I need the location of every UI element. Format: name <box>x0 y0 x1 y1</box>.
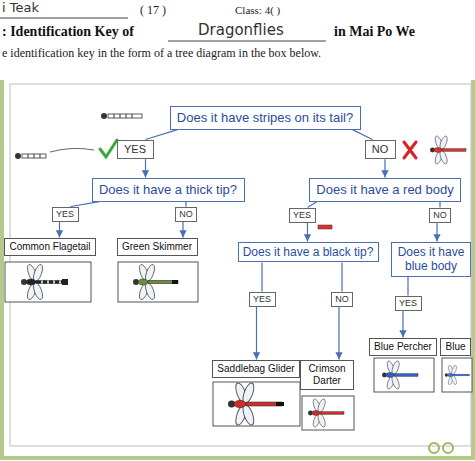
species-box: Saddlebag Glider <box>212 360 300 378</box>
blue-percher-picture <box>374 358 434 392</box>
connector <box>407 277 408 296</box>
species-box: Green Skimmer <box>117 238 198 256</box>
decor-circle <box>429 443 439 453</box>
node-text: Blue <box>445 341 466 353</box>
node-text: Crimson Darter <box>305 363 349 387</box>
connector <box>439 202 440 208</box>
node-text: NO <box>433 210 447 221</box>
connector <box>256 307 257 360</box>
header-label: ( 17 ) <box>140 3 166 18</box>
crimson-darter-picture <box>302 396 354 430</box>
connector <box>182 222 183 238</box>
question-box: Does it have a red body <box>309 178 461 202</box>
saddlebag-glider-picture <box>213 382 300 427</box>
header-label: i Teak <box>2 0 39 15</box>
question-box: Does it have a thick tip? <box>92 178 245 202</box>
title-underline <box>168 41 326 42</box>
node-text: Does it have a red body <box>316 182 454 198</box>
node-text: YES <box>293 210 312 221</box>
answer-box: YES <box>249 292 276 307</box>
blue-dragonfly-picture <box>442 358 472 392</box>
answer-box: NO <box>175 207 197 222</box>
connector <box>71 202 100 207</box>
node-text: Does it have stripes on its tail? <box>177 110 354 126</box>
title: : Identification Key of <box>2 24 134 40</box>
node-text: NO <box>372 143 389 156</box>
connector <box>436 223 437 242</box>
page-frame <box>2 80 473 458</box>
node-text: YES <box>253 294 272 305</box>
common-flagetail-picture <box>5 262 91 302</box>
striped-tail-icon <box>101 113 142 119</box>
connector <box>307 223 308 242</box>
header-label: e identification key in the form of a tr… <box>2 46 321 61</box>
question-box: Does it have stripes on its tail? <box>170 106 361 130</box>
cross-mark <box>404 142 416 158</box>
connector <box>402 311 403 338</box>
connector <box>353 130 373 140</box>
node-text: Blue Percher <box>374 341 432 353</box>
check-mark <box>100 140 117 157</box>
species-box: Common Flagetail <box>4 238 96 256</box>
answer-box: NO <box>331 292 353 307</box>
header-label: Class: 4( ) <box>235 4 280 16</box>
node-text: Does it have blue body <box>396 245 466 274</box>
node-text: NO <box>179 209 193 220</box>
species-box: Blue <box>440 338 471 356</box>
node-text: Does it have a thick tip? <box>99 182 238 198</box>
red-dragonfly-icon <box>430 135 466 165</box>
node-text: YES <box>399 298 418 309</box>
species-box: Crimson Darter <box>300 360 354 390</box>
connector <box>341 262 342 291</box>
species-box: Blue Percher <box>369 338 437 356</box>
header-label: in Mai Po We <box>334 24 415 40</box>
answer-box: YES <box>52 207 79 222</box>
connector <box>261 262 262 291</box>
connector <box>338 307 339 360</box>
decor-circle <box>443 443 453 453</box>
node-text: Saddlebag Glider <box>217 363 295 375</box>
answer-box: YES <box>289 208 316 223</box>
answer-box: NO <box>429 208 451 223</box>
node-text: Does it have a black tip? <box>243 245 374 259</box>
connector <box>59 222 60 238</box>
node-text: NO <box>335 294 349 305</box>
connector <box>384 159 385 177</box>
connector <box>145 159 146 177</box>
header-label: Dragonflies <box>198 21 284 39</box>
node-text: Common Flagetail <box>9 241 91 253</box>
red-body-icon <box>318 225 332 229</box>
answer-box: YES <box>117 140 154 159</box>
node-text: YES <box>124 143 147 156</box>
connector <box>308 202 318 208</box>
node-text: YES <box>56 209 75 220</box>
name-underline <box>0 18 128 19</box>
question-box: Does it have blue body <box>391 242 471 277</box>
striped-tail-icon <box>15 153 46 159</box>
answer-box: NO <box>365 140 396 159</box>
connector <box>146 130 178 140</box>
connector <box>185 202 186 207</box>
pointer-line <box>50 148 94 152</box>
green-skimmer-picture <box>118 262 198 302</box>
node-text: Green Skimmer <box>122 241 193 253</box>
question-box: Does it have a black tip? <box>238 242 379 262</box>
answer-box: YES <box>395 296 422 311</box>
